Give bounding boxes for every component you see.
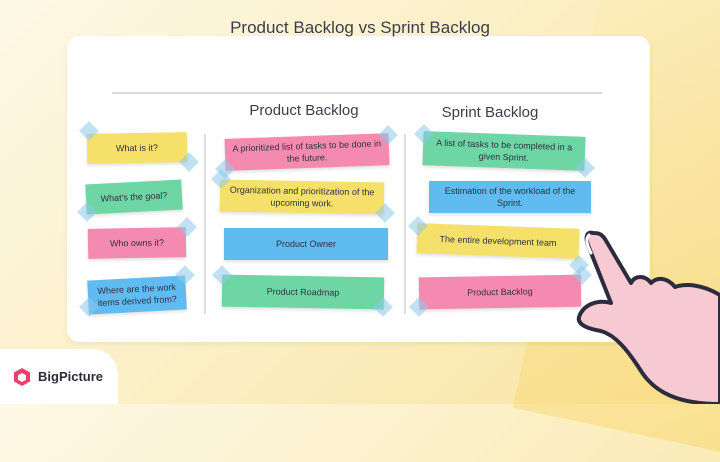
question-text: What's the goal? [100,190,168,204]
answer-text: Product Owner [275,239,337,249]
question-text: What is it? [115,142,159,154]
answer-text: Product Roadmap [266,286,340,298]
question-note-owner: Who owns it? [87,227,187,259]
column-divider-left [204,134,206,314]
product-note-owner: Product Owner [224,228,388,260]
sprint-note-owner: The entire development team [416,223,580,259]
product-note-definition: A prioritized list of tasks to be done i… [224,133,390,171]
question-note-goal: What's the goal? [85,179,183,215]
product-note-source: Product Roadmap [221,274,385,310]
answer-text: Estimation of the workload of the Sprint… [444,186,576,208]
sprint-note-source: Product Backlog [418,274,582,310]
logo-text: BigPicture [38,369,104,384]
question-text: Who owns it? [109,237,165,249]
sprint-note-definition: A list of tasks to be completed in a giv… [422,131,586,171]
column-header-product: Product Backlog [249,102,359,119]
hexagon-logo-icon [14,367,30,386]
answer-text: A prioritized list of tasks to be done i… [232,138,382,164]
question-note-source: Where are the work items derived from? [87,275,187,315]
answer-text: Product Backlog [467,286,533,298]
sprint-note-estimation: Estimation of the workload of the Sprint… [429,181,591,213]
answer-text: A list of tasks to be completed in a giv… [436,137,573,163]
column-header-sprint: Sprint Backlog [441,104,539,121]
column-divider-right [404,134,406,314]
product-note-goal: Organization and prioritization of the u… [219,179,385,215]
answer-text: The entire development team [439,233,557,249]
pointing-hand-icon [576,230,720,404]
bigpicture-logo: BigPicture [0,349,118,404]
question-text: Where are the work items derived from? [97,281,178,309]
page-title: Product Backlog vs Sprint Backlog [230,18,490,37]
answer-text: Organization and prioritization of the u… [229,184,375,209]
title-divider [112,92,602,94]
question-note-what: What is it? [86,132,188,164]
